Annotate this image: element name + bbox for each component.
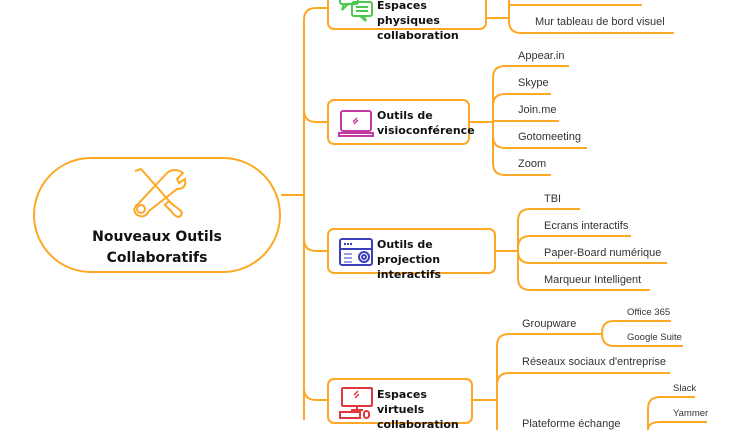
branch-label-line2: collaboration — [377, 29, 459, 42]
tools-icon — [133, 167, 187, 219]
leaf-plateforme-echange[interactable]: Plateforme échange — [522, 418, 621, 430]
leaf-zoom[interactable]: Zoom — [518, 158, 547, 170]
branch-label-line2: visioconférence — [377, 124, 475, 137]
leaf-google-suite[interactable]: Google Suite — [627, 332, 682, 343]
leaf-join-me[interactable]: Join.me — [518, 104, 557, 116]
root-title-line1: Nouveaux Outils — [92, 229, 222, 245]
leaf-reseaux-sociaux[interactable]: Réseaux sociaux d'entreprise — [522, 356, 666, 368]
leaf-appear-in[interactable]: Appear.in — [518, 50, 565, 62]
leaf-slack[interactable]: Slack — [673, 383, 697, 394]
root-node[interactable]: Nouveaux Outils Collaboratifs — [33, 157, 281, 273]
branch-label-line1: Outils de projection — [377, 238, 441, 266]
leaf-paper-board[interactable]: Paper-Board numérique — [544, 247, 662, 259]
leaf-ecrans-interactifs[interactable]: Ecrans interactifs — [544, 220, 629, 232]
leaf-yammer[interactable]: Yammer — [673, 408, 709, 419]
leaf-marqueur[interactable]: Marqueur Intelligent — [544, 274, 642, 286]
leaf-mur-tableau[interactable]: Mur tableau de bord visuel — [535, 16, 665, 28]
leaf-groupware[interactable]: Groupware — [522, 318, 577, 330]
branch-visioconference[interactable]: Outils de visioconférence — [327, 99, 475, 145]
branch-espaces-virtuels[interactable]: Espaces virtuels collaboration — [327, 378, 473, 431]
root-title: Nouveaux Outils Collaboratifs — [35, 227, 279, 269]
leaf-office-365[interactable]: Office 365 — [627, 307, 671, 318]
leaf-skype[interactable]: Skype — [518, 77, 549, 89]
projector-icon — [339, 238, 373, 266]
leaf-tbi[interactable]: TBI — [544, 193, 562, 205]
chat-bubbles-icon — [339, 0, 373, 22]
branch-label-line1: Espaces physiques — [377, 0, 440, 27]
desktop-computer-icon — [339, 387, 373, 419]
branch-label-line2: collaboration — [377, 418, 459, 431]
root-title-line2: Collaboratifs — [106, 250, 208, 266]
branch-projection[interactable]: Outils de projection interactifs — [327, 228, 496, 281]
laptop-icon — [338, 110, 374, 137]
branch-label-line1: Espaces virtuels — [377, 388, 427, 416]
leaf-gotomeeting[interactable]: Gotomeeting — [518, 131, 581, 143]
branch-espaces-physiques[interactable]: Espaces physiques collaboration — [327, 0, 487, 42]
branch-label-line2: interactifs — [377, 268, 442, 281]
branch-label-line1: Outils de — [377, 109, 433, 122]
